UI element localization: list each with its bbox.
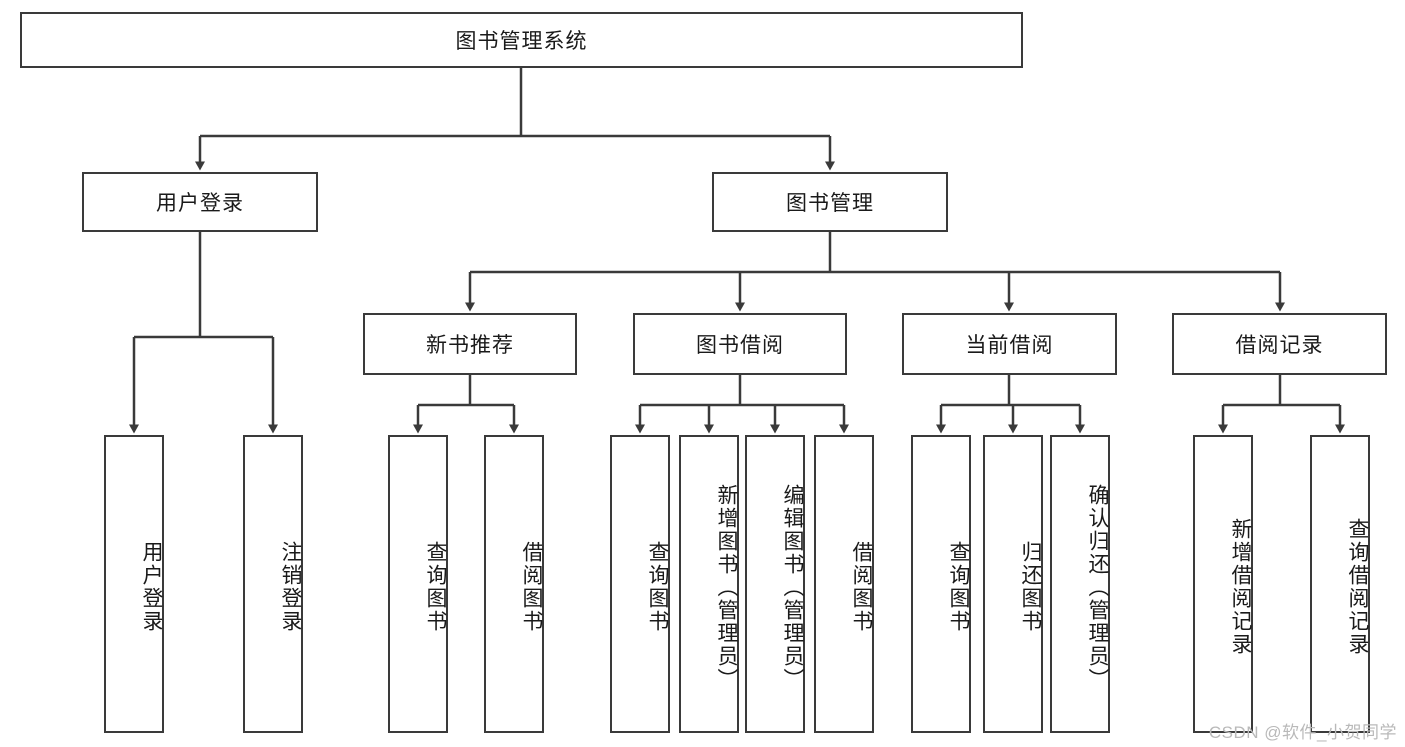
node-leaf-confirm-return[interactable]: 确认归还（管理员） bbox=[1050, 435, 1110, 733]
node-current-borrow[interactable]: 当前借阅 bbox=[902, 313, 1117, 375]
node-leaf-query-book-rec[interactable]: 查询图书 bbox=[388, 435, 448, 733]
node-label: 新增借阅记录 bbox=[1229, 518, 1252, 656]
node-label: 归还图书 bbox=[1019, 541, 1042, 633]
node-book-manage[interactable]: 图书管理 bbox=[712, 172, 948, 232]
node-label: 查询图书 bbox=[646, 541, 669, 633]
node-label: 确认归还（管理员） bbox=[1086, 483, 1109, 691]
node-leaf-user-login[interactable]: 用户登录 bbox=[104, 435, 164, 733]
node-borrow-record[interactable]: 借阅记录 bbox=[1172, 313, 1387, 375]
node-label: 编辑图书（管理员） bbox=[781, 483, 804, 691]
node-leaf-query-book-current[interactable]: 查询图书 bbox=[911, 435, 971, 733]
node-new-book-recommend[interactable]: 新书推荐 bbox=[363, 313, 577, 375]
node-leaf-return-book[interactable]: 归还图书 bbox=[983, 435, 1043, 733]
node-leaf-add-record[interactable]: 新增借阅记录 bbox=[1193, 435, 1253, 733]
node-leaf-edit-book[interactable]: 编辑图书（管理员） bbox=[745, 435, 805, 733]
node-label: 查询图书 bbox=[947, 541, 970, 633]
node-leaf-query-record[interactable]: 查询借阅记录 bbox=[1310, 435, 1370, 733]
node-label: 借阅图书 bbox=[520, 541, 543, 633]
watermark: CSDN @软件_小贺同学 bbox=[1208, 723, 1397, 742]
node-label: 注销登录 bbox=[279, 541, 302, 633]
node-user-login[interactable]: 用户登录 bbox=[82, 172, 318, 232]
node-leaf-user-logout[interactable]: 注销登录 bbox=[243, 435, 303, 733]
node-label: 查询图书 bbox=[424, 541, 447, 633]
node-book-borrow[interactable]: 图书借阅 bbox=[633, 313, 847, 375]
node-leaf-query-book-borrow[interactable]: 查询图书 bbox=[610, 435, 670, 733]
node-leaf-borrow-book[interactable]: 借阅图书 bbox=[814, 435, 874, 733]
node-leaf-add-book[interactable]: 新增图书（管理员） bbox=[679, 435, 739, 733]
node-label: 借阅图书 bbox=[850, 541, 873, 633]
node-label: 用户登录 bbox=[140, 541, 163, 633]
node-label: 查询借阅记录 bbox=[1346, 518, 1369, 656]
node-label: 新增图书（管理员） bbox=[715, 483, 738, 691]
node-root[interactable]: 图书管理系统 bbox=[20, 12, 1023, 68]
node-leaf-borrow-book-rec[interactable]: 借阅图书 bbox=[484, 435, 544, 733]
